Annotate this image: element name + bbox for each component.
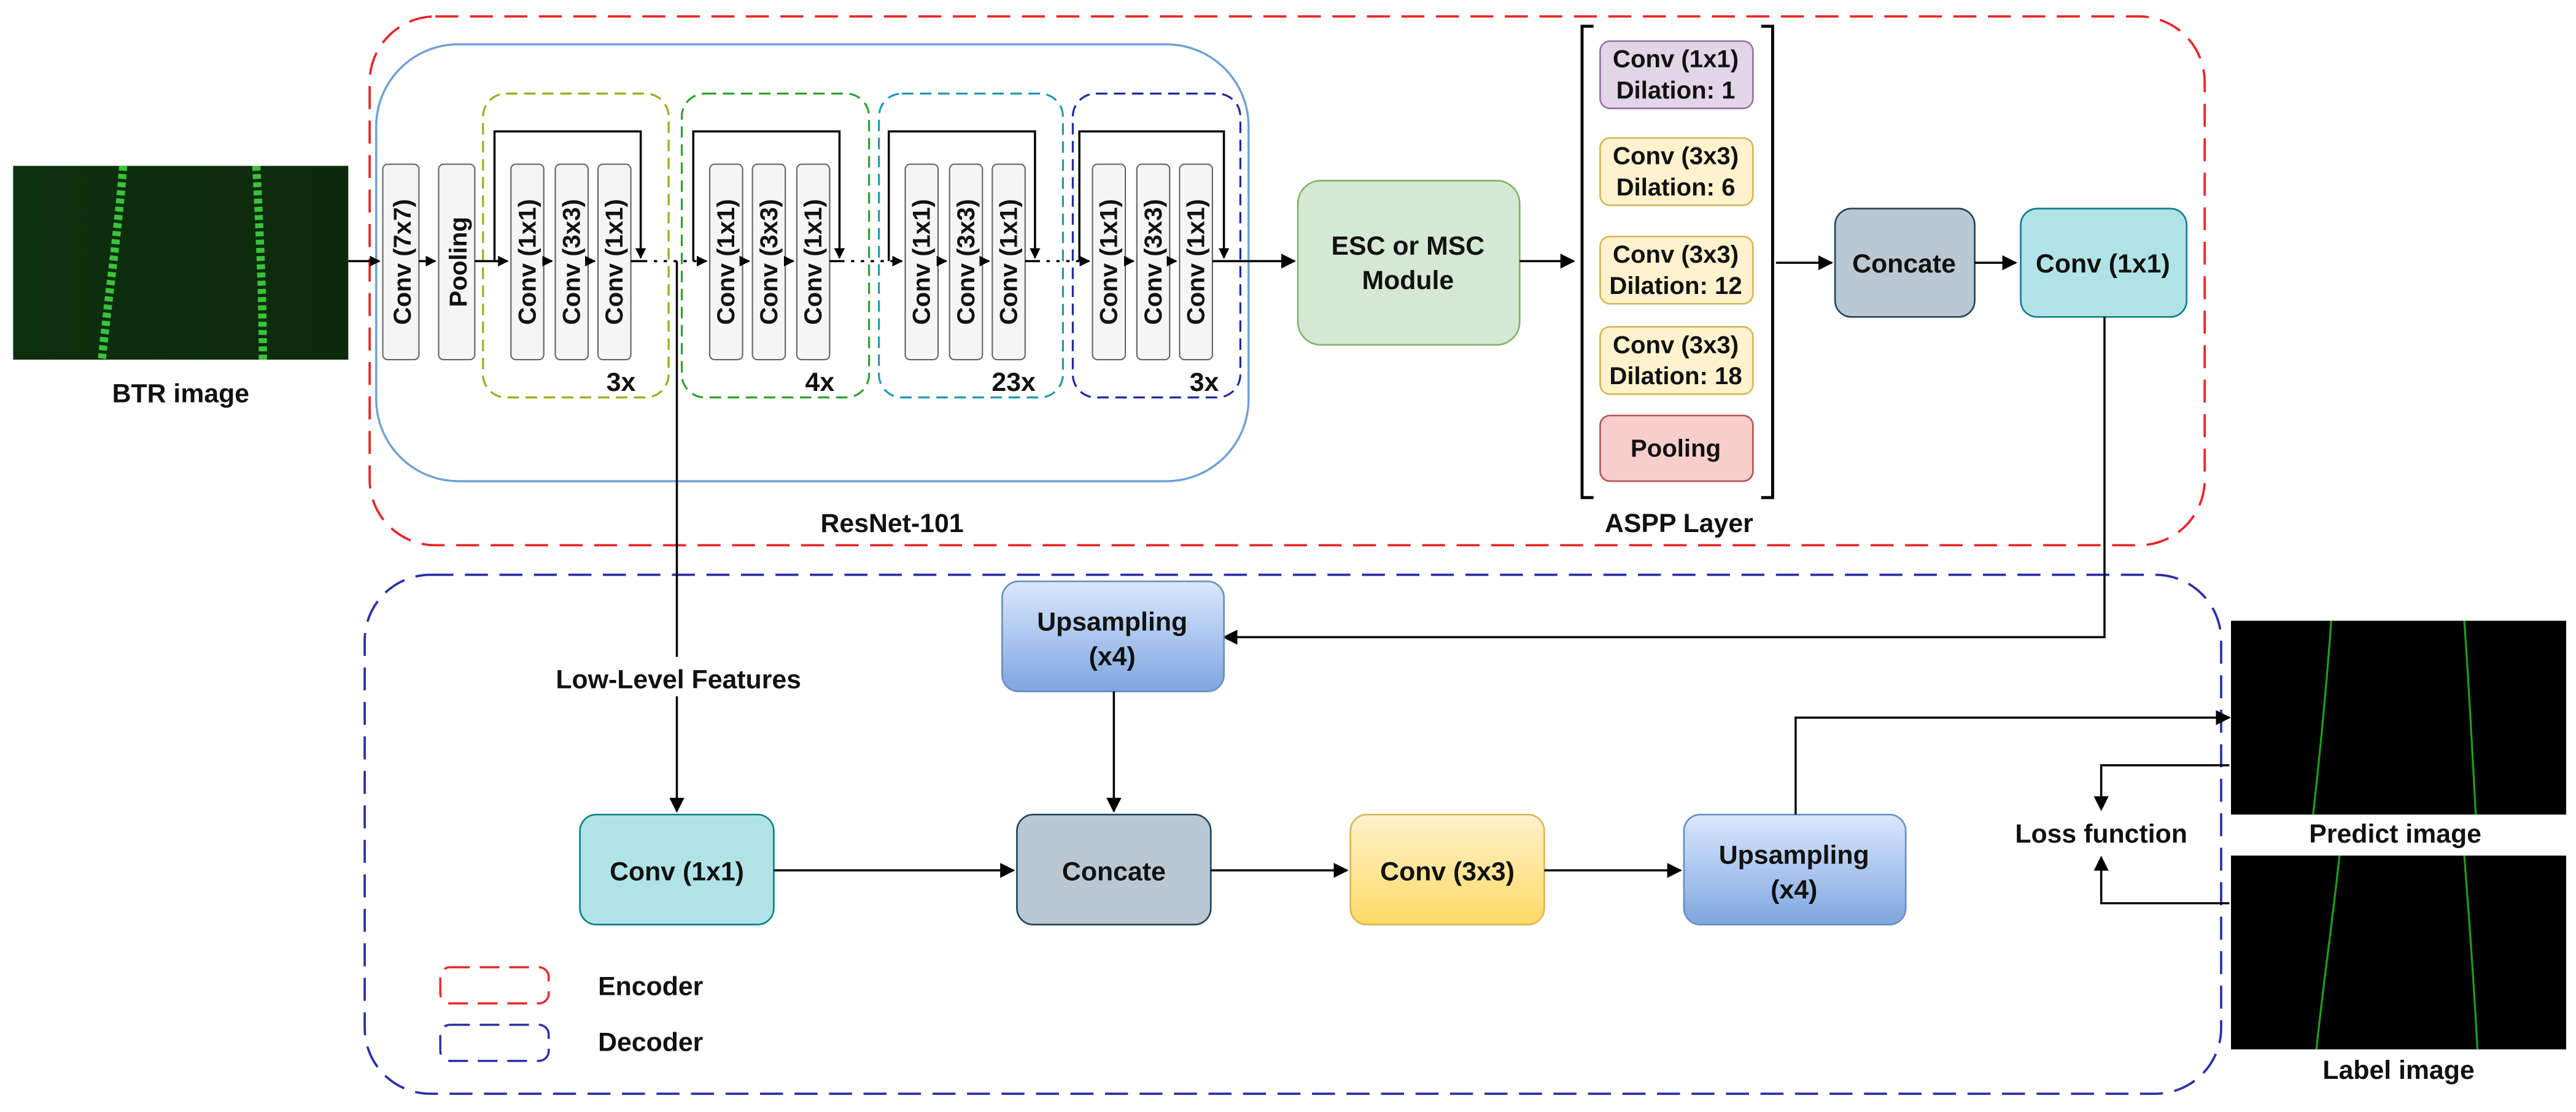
aspp-dil18-box bbox=[1599, 326, 1754, 395]
label-to-loss-arrow bbox=[2093, 855, 2230, 905]
stage1-layer2-label: Conv (3x3) bbox=[558, 199, 586, 325]
stage4-layer1-label: Conv (1x1) bbox=[1095, 199, 1123, 325]
stage4-box bbox=[1071, 92, 1242, 399]
encoder-region bbox=[368, 15, 2206, 547]
stem-pooling-label: Pooling bbox=[444, 217, 472, 307]
aspp-pooling-box bbox=[1599, 414, 1754, 482]
upsample-bottom-line2: (x4) bbox=[1771, 875, 1817, 905]
stage1-layer3-label: Conv (1x1) bbox=[600, 199, 628, 325]
aspp-item2-line1: Conv (3x3) bbox=[1613, 142, 1739, 170]
stage2-box bbox=[680, 92, 871, 399]
stage1-repeat: 3x bbox=[607, 368, 636, 397]
stage3-repeat: 23x bbox=[991, 368, 1036, 397]
label-image bbox=[2231, 855, 2566, 1050]
legend-decoder-label: Decoder bbox=[598, 1028, 703, 1057]
upsample-top-line1: Upsampling bbox=[1037, 608, 1187, 637]
aspp-item1-line1: Conv (1x1) bbox=[1613, 45, 1739, 73]
upsample-bottom-box bbox=[1683, 813, 1907, 925]
decoder-conv1x1-label: Conv (1x1) bbox=[610, 857, 744, 886]
stage2-repeat: 4x bbox=[805, 368, 835, 397]
resnet-flow-arrows bbox=[348, 130, 1297, 269]
aspp-dil6-box bbox=[1599, 137, 1754, 206]
aspp-item2-line2: Dilation: 6 bbox=[1616, 173, 1736, 201]
aspp-left-bracket bbox=[1580, 25, 1594, 500]
stage4-layer2-label: Conv (3x3) bbox=[1139, 199, 1167, 325]
aspp-dil12-box bbox=[1599, 236, 1754, 305]
resnet-label: ResNet-101 bbox=[821, 509, 964, 538]
decoder-region bbox=[363, 573, 2222, 1095]
btr-image bbox=[13, 165, 349, 360]
label-image-caption: Label image bbox=[2322, 1056, 2474, 1085]
stage2-layer2-label: Conv (3x3) bbox=[755, 199, 783, 325]
upsample-top-line2: (x4) bbox=[1089, 642, 1136, 671]
predict-image bbox=[2231, 620, 2566, 815]
aspp-label: ASPP Layer bbox=[1605, 509, 1753, 538]
low-level-features-label: Low-Level Features bbox=[556, 665, 801, 694]
stage3-layer2-label: Conv (3x3) bbox=[952, 199, 980, 325]
upsample-bottom-line1: Upsampling bbox=[1719, 841, 1869, 870]
legend-encoder-label: Encoder bbox=[598, 972, 703, 1002]
esc-module-line2: Module bbox=[1362, 266, 1454, 295]
decoder-conv3x3-label: Conv (3x3) bbox=[1380, 857, 1515, 886]
esc-module-line1: ESC or MSC bbox=[1332, 231, 1485, 261]
aspp-conv1x1-box bbox=[1599, 40, 1754, 109]
predict-image-caption: Predict image bbox=[2309, 819, 2481, 849]
encoder-concate-label: Concate bbox=[1852, 249, 1956, 279]
stem-conv7-label: Conv (7x7) bbox=[389, 199, 416, 325]
aspp-right-bracket bbox=[1761, 25, 1774, 500]
encoder-conv1x1-label: Conv (1x1) bbox=[2036, 249, 2170, 279]
predict-to-loss-arrow bbox=[2093, 764, 2230, 811]
aspp-item3-line1: Conv (3x3) bbox=[1613, 241, 1739, 268]
stage4-layer3-label: Conv (1x1) bbox=[1182, 199, 1210, 325]
stage1-layer1-label: Conv (1x1) bbox=[513, 199, 541, 325]
aspp-item4-line2: Dilation: 18 bbox=[1609, 362, 1742, 390]
loss-function-label: Loss function bbox=[2015, 819, 2187, 849]
encoder-to-upsample-arrow bbox=[1222, 317, 2106, 645]
stage3-layer1-label: Conv (1x1) bbox=[908, 199, 936, 325]
aspp-item5-line1: Pooling bbox=[1631, 434, 1721, 462]
upsample-to-predict-arrow bbox=[1794, 710, 2231, 815]
stage4-repeat: 3x bbox=[1190, 368, 1219, 397]
stage2-layer1-label: Conv (1x1) bbox=[712, 199, 740, 325]
aspp-item3-line2: Dilation: 12 bbox=[1609, 272, 1742, 299]
legend-encoder-swatch bbox=[439, 966, 550, 1005]
aspp-item4-line1: Conv (3x3) bbox=[1613, 331, 1739, 358]
low-level-label-bg bbox=[542, 657, 818, 697]
aspp-item1-line2: Dilation: 1 bbox=[1616, 77, 1736, 104]
esc-msc-module bbox=[1297, 180, 1521, 346]
legend-decoder-swatch bbox=[439, 1024, 550, 1062]
decoder-concate-label: Concate bbox=[1062, 857, 1166, 886]
stage3-layer3-label: Conv (1x1) bbox=[995, 199, 1022, 325]
stage2-layer3-label: Conv (1x1) bbox=[799, 199, 827, 325]
btr-image-caption: BTR image bbox=[112, 379, 250, 409]
